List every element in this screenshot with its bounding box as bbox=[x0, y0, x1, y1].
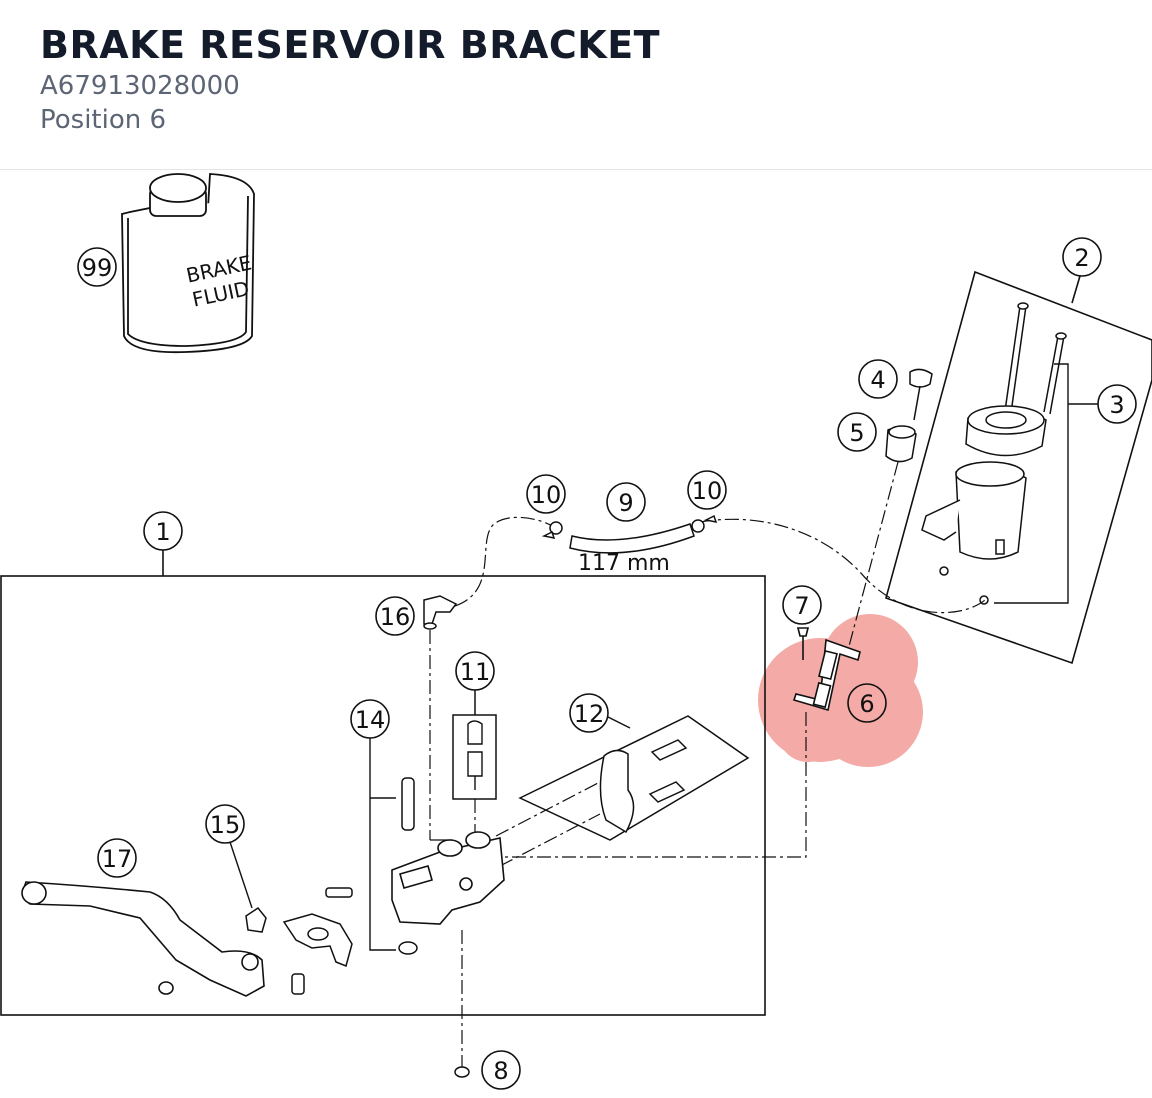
callout-7: 7 bbox=[794, 592, 809, 620]
handlebar-clamp bbox=[599, 739, 688, 834]
reservoir-box-2 bbox=[885, 270, 1152, 665]
lever-pivot-parts bbox=[282, 887, 353, 995]
callout-5-circle bbox=[837, 412, 877, 452]
callout-6-circle bbox=[847, 683, 887, 723]
clamp-box-12 bbox=[518, 715, 750, 841]
pin-and-nut-14 bbox=[398, 777, 418, 955]
reservoir-bracket-6 bbox=[792, 627, 861, 712]
brake-fluid-can-99 bbox=[121, 173, 255, 354]
callout-17-circle bbox=[97, 838, 137, 878]
bleeder-valve bbox=[467, 720, 483, 790]
callout-9-circle bbox=[606, 482, 646, 522]
callout-4-circle bbox=[858, 359, 898, 399]
part-number: A67913028000 bbox=[40, 71, 240, 101]
callouts bbox=[77, 237, 1137, 1090]
callout-10a-circle bbox=[526, 474, 566, 514]
callout-16-circle bbox=[375, 596, 415, 636]
reservoir-parts bbox=[921, 302, 1067, 605]
callout-8-circle bbox=[481, 1050, 521, 1090]
callout-14-circle bbox=[350, 699, 390, 739]
page-header: BRAKE RESERVOIR BRACKET A67913028000 Pos… bbox=[0, 0, 1152, 170]
callout-labels: 1 2 3 4 5 6 7 8 9 10 10 11 12 14 15 16 1… bbox=[82, 244, 1125, 1085]
leader-2 bbox=[1071, 275, 1081, 304]
callout-10b-circle bbox=[687, 470, 727, 510]
header-divider bbox=[0, 169, 1152, 170]
banjo-fitting-16 bbox=[423, 595, 458, 630]
callout-10a: 10 bbox=[531, 481, 562, 509]
callout-3: 3 bbox=[1109, 391, 1124, 419]
callout-15-circle bbox=[205, 804, 245, 844]
callout-14: 14 bbox=[355, 706, 386, 734]
dash-line-6 bbox=[460, 712, 807, 858]
leader-14 bbox=[369, 738, 396, 951]
assembly-box-1 bbox=[0, 575, 766, 1016]
brake-hose-9 bbox=[541, 514, 718, 554]
callout-5: 5 bbox=[849, 419, 864, 447]
callout-11-circle bbox=[455, 651, 495, 691]
callout-4: 4 bbox=[870, 366, 885, 394]
callout-17: 17 bbox=[102, 845, 133, 873]
hose-length-label: 117 mm bbox=[578, 551, 670, 576]
callout-2: 2 bbox=[1074, 244, 1089, 272]
callout-12-circle bbox=[569, 693, 609, 733]
callout-6: 6 bbox=[859, 690, 874, 718]
callout-2-circle bbox=[1062, 237, 1102, 277]
page-title: BRAKE RESERVOIR BRACKET bbox=[40, 23, 661, 67]
callout-1-circle bbox=[143, 511, 183, 551]
nut-8 bbox=[454, 1066, 470, 1078]
master-cylinder bbox=[391, 831, 505, 925]
callout-8: 8 bbox=[493, 1057, 508, 1085]
callout-3-circle bbox=[1097, 384, 1137, 424]
brake-lever-17 bbox=[21, 881, 265, 997]
adjuster-15 bbox=[245, 906, 267, 933]
callout-10b: 10 bbox=[692, 477, 723, 505]
callout-15: 15 bbox=[210, 811, 241, 839]
highlight-area bbox=[758, 614, 923, 767]
callout-12: 12 bbox=[574, 700, 605, 728]
position-label: Position 6 bbox=[40, 105, 167, 135]
callout-9: 9 bbox=[618, 489, 633, 517]
callout-16: 16 bbox=[380, 603, 411, 631]
hose-dash-path bbox=[454, 516, 986, 614]
callout-7-circle bbox=[782, 585, 822, 625]
callout-99: 99 bbox=[82, 254, 113, 282]
callout-99-circle bbox=[77, 247, 117, 287]
callout-1: 1 bbox=[155, 518, 170, 546]
grommet-and-plug bbox=[885, 368, 933, 463]
callout-11: 11 bbox=[460, 658, 491, 686]
leader-3 bbox=[994, 363, 1069, 604]
